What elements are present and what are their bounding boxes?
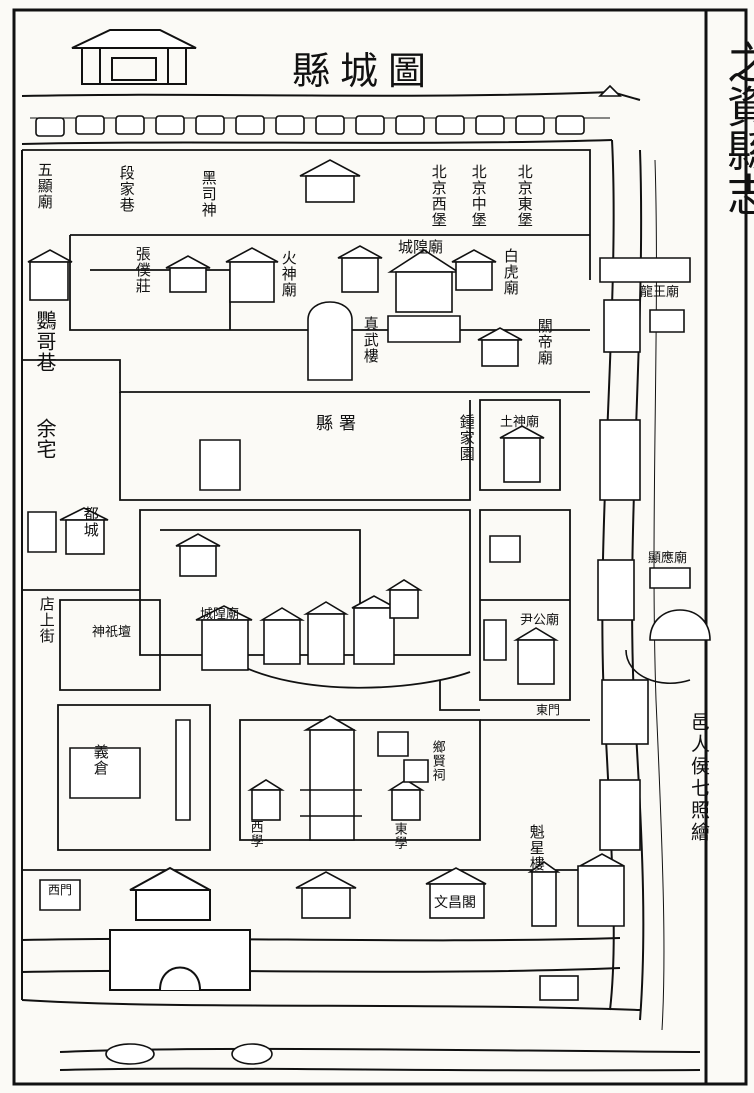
label-bei-jing-zhong-bao: 北京中堡 bbox=[469, 164, 488, 228]
label-cheng-huang-miao: 城隍廟 bbox=[398, 238, 444, 256]
label-bai-hu-miao: 白虎廟 bbox=[501, 248, 520, 296]
label-yi-gong-miao: 尹公廟 bbox=[520, 613, 560, 628]
north-wall-merlons bbox=[35, 115, 585, 137]
label-duan-jia-xiang: 段家巷 bbox=[117, 165, 136, 213]
label-ge-ge-xiang: 鸚哥巷 bbox=[33, 310, 57, 373]
label-cheng-huang-zhu: 城隍廟 bbox=[200, 607, 240, 622]
label-shen-ji-tan: 神祇壇 bbox=[92, 625, 132, 640]
label-long-wang-miao: 龍王廟 bbox=[640, 285, 680, 300]
label-du-cheng: 都城 bbox=[81, 506, 100, 538]
page-border bbox=[12, 8, 748, 1086]
map-credit: 邑人侯七照繪 bbox=[688, 712, 710, 844]
label-tu-shen-miao: 土神廟 bbox=[500, 415, 540, 430]
label-yu-zhai: 余宅 bbox=[33, 418, 57, 460]
street-grid bbox=[22, 149, 591, 871]
label-wen-chang-ge: 文昌閣 bbox=[434, 895, 476, 911]
label-bei-jing-xi-bao: 北京西堡 bbox=[429, 164, 448, 228]
label-xiang-xian-ci: 鄉賢祠 bbox=[429, 740, 445, 782]
north-gate-tower bbox=[71, 29, 197, 85]
label-bei-jing-dong-bao: 北京東堡 bbox=[515, 164, 534, 228]
label-huo-shen-miao: 火神廟 bbox=[279, 250, 298, 298]
label-guan-di-miao: 關帝廟 bbox=[535, 318, 554, 366]
label-dong-xue: 東學 bbox=[391, 822, 407, 850]
south-moat-bridges bbox=[105, 975, 579, 1065]
label-xian-shu: 縣署 bbox=[316, 414, 362, 434]
label-kui-xing-lou: 魁星樓 bbox=[527, 824, 546, 872]
map-title: 縣城圖 bbox=[292, 49, 437, 93]
label-hei-si-shen: 黑司神 bbox=[199, 170, 218, 218]
outer-houses bbox=[598, 84, 622, 97]
label-zhang-pu-zhuang: 張僕莊 bbox=[133, 246, 152, 294]
gazetteer-side-text: 之資縣志 bbox=[719, 40, 754, 216]
south-gate bbox=[109, 866, 251, 991]
label-xi-xue: 西學 bbox=[247, 820, 263, 848]
label-yi-cang: 義倉 bbox=[91, 744, 110, 776]
label-zhen-wu-lou: 真武樓 bbox=[361, 316, 380, 364]
label-dian-shang-jie: 店上街 bbox=[37, 596, 56, 644]
buildings bbox=[27, 159, 711, 927]
label-zhong-jia-yuan: 鍾家園 bbox=[457, 414, 476, 462]
label-xian-ying-miao: 顯應廟 bbox=[648, 551, 688, 566]
label-xi-men: 西門 bbox=[48, 883, 73, 897]
label-wuxian-miao: 五顯廟 bbox=[35, 162, 54, 210]
label-dong-men: 東門 bbox=[536, 703, 561, 717]
east-wall-towers bbox=[597, 299, 649, 851]
